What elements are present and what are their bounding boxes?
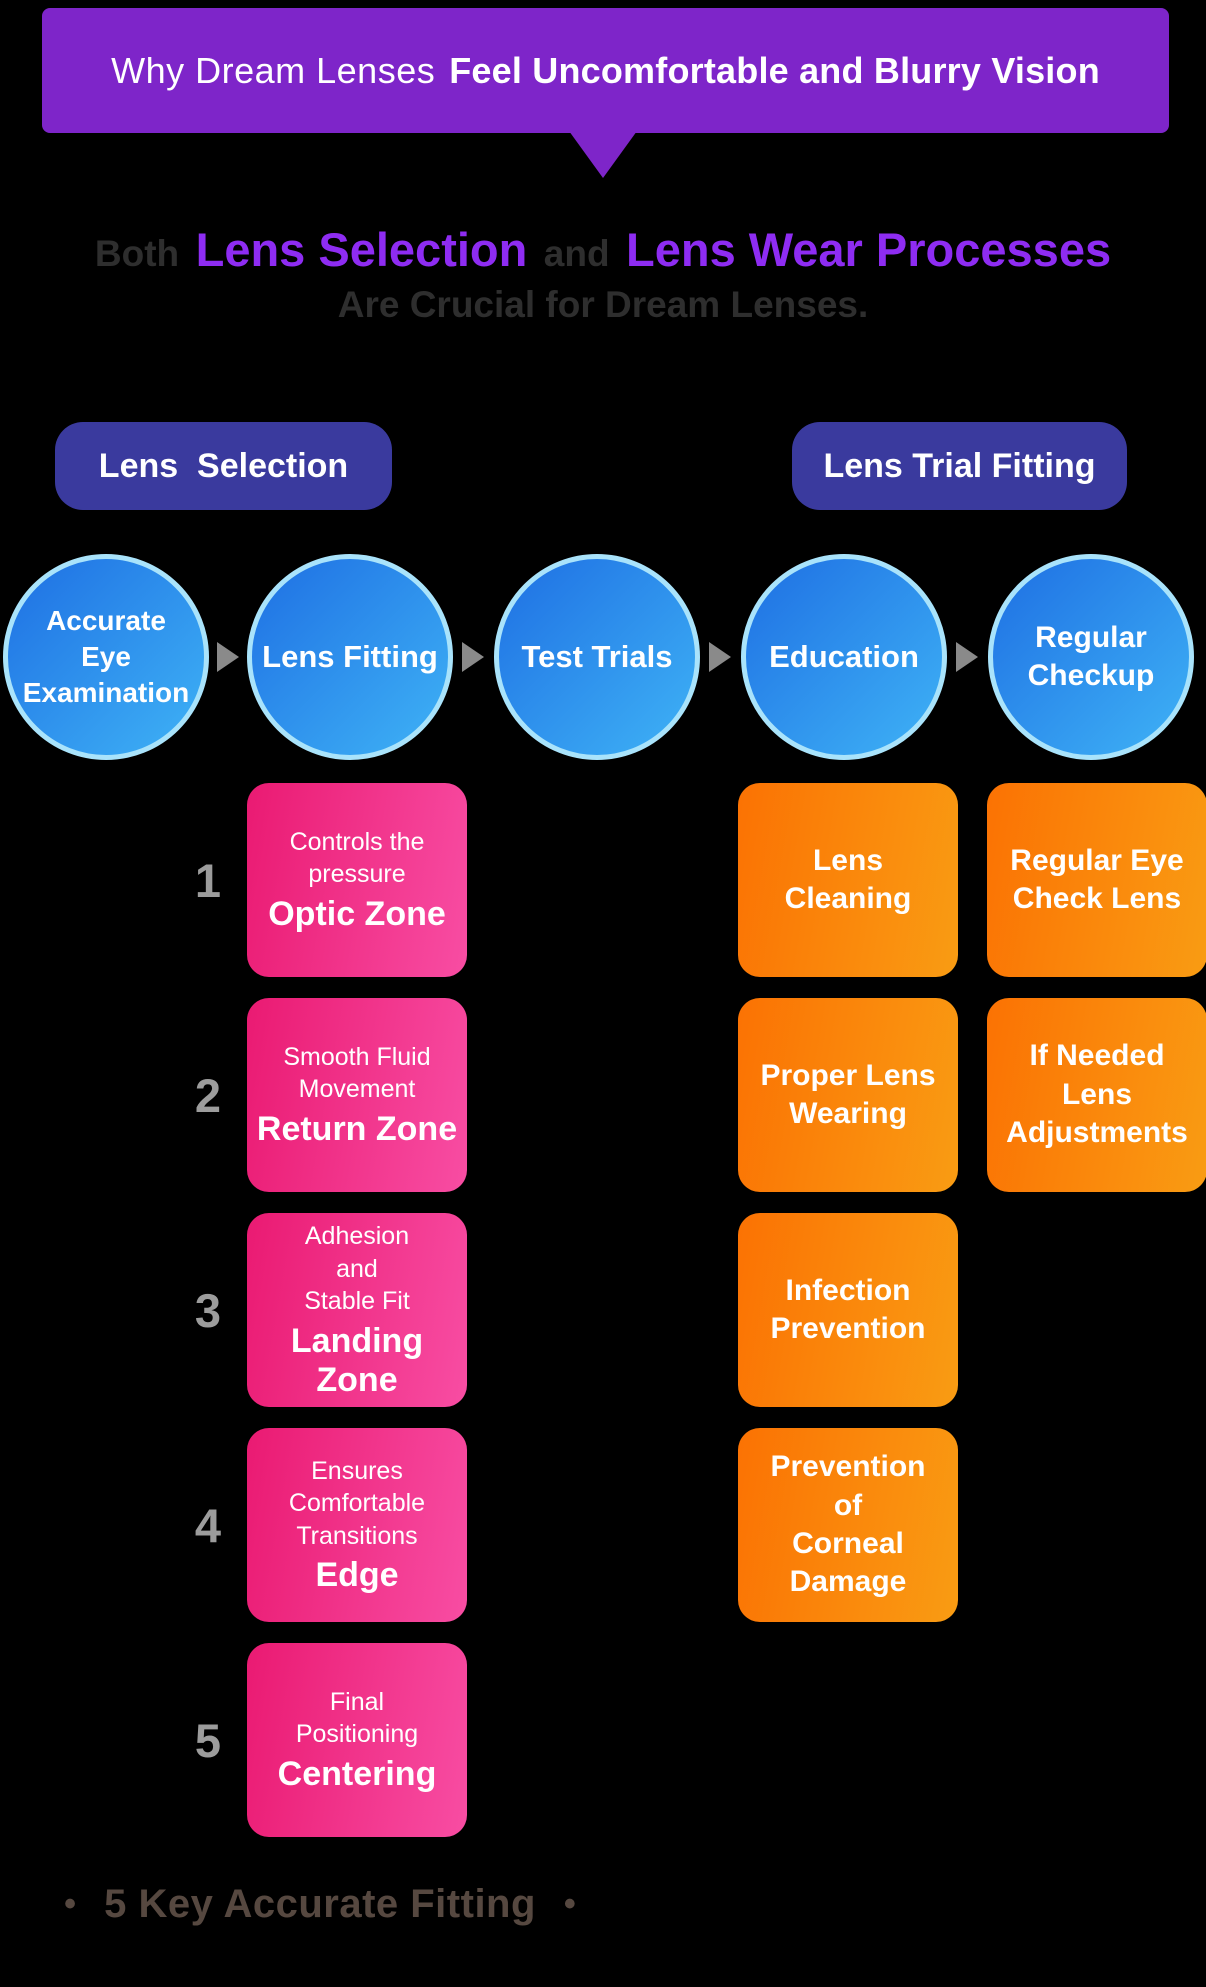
step-title: Return Zone bbox=[256, 1109, 458, 1148]
education-card-lens-cleaning: Lens Cleaning bbox=[738, 783, 958, 977]
banner-title-regular: Why Dream Lenses bbox=[111, 49, 436, 91]
step-number-5: 5 bbox=[194, 1713, 222, 1767]
education-card-corneal-damage-prevention: Prevention of Corneal Damage bbox=[738, 1428, 958, 1622]
education-card-infection-prevention: Infection Prevention bbox=[738, 1213, 958, 1407]
step-number-1: 1 bbox=[194, 853, 222, 907]
circle-label: Regular Checkup bbox=[1027, 620, 1155, 692]
step-card-optic-zone: Controls the pressure Optic Zone bbox=[247, 783, 467, 977]
subtitle-word-and: and bbox=[543, 233, 610, 274]
step-desc: Adhesion and Stable Fit bbox=[304, 1222, 410, 1316]
pill-lens-selection: Lens Selection bbox=[55, 422, 392, 510]
circle-test-trials: Test Trials bbox=[494, 554, 700, 760]
step-desc: Controls the pressure bbox=[289, 827, 425, 889]
circle-label: Accurate Eye Examination bbox=[22, 605, 190, 708]
card-label: Lens Cleaning bbox=[784, 843, 912, 915]
title-banner: Why Dream Lenses Feel Uncomfortable and … bbox=[42, 8, 1169, 133]
step-number-3: 3 bbox=[194, 1283, 222, 1337]
bullet-icon: • bbox=[563, 1885, 576, 1923]
card-label: Infection Prevention bbox=[770, 1273, 926, 1345]
card-label: Proper Lens Wearing bbox=[760, 1058, 936, 1130]
arrow-right-icon bbox=[956, 642, 978, 672]
step-card-landing-zone: Adhesion and Stable Fit Landing Zone bbox=[247, 1213, 467, 1407]
subtitle-word-both: Both bbox=[94, 233, 180, 274]
circle-label: Lens Fitting bbox=[262, 639, 438, 675]
step-card-return-zone: Smooth Fluid Movement Return Zone bbox=[247, 998, 467, 1192]
pill-lens-trial-fitting: Lens Trial Fitting bbox=[792, 422, 1127, 510]
step-desc: Ensures Comfortable Transitions bbox=[288, 1456, 426, 1550]
card-label: If Needed Lens Adjustments bbox=[1006, 1039, 1188, 1150]
arrow-right-icon bbox=[709, 642, 731, 672]
step-card-centering: Final Positioning Centering bbox=[247, 1643, 467, 1837]
arrow-right-icon bbox=[462, 642, 484, 672]
subtitle-line2: Are Crucial for Dream Lenses. bbox=[337, 284, 869, 325]
step-number-2: 2 bbox=[194, 1068, 222, 1122]
arrow-right-icon bbox=[217, 642, 239, 672]
step-title: Landing Zone bbox=[290, 1321, 424, 1399]
step-title: Optic Zone bbox=[268, 894, 446, 933]
card-label: Prevention of Corneal Damage bbox=[770, 1450, 926, 1599]
step-title: Centering bbox=[277, 1754, 437, 1793]
subtitle-highlight-lens-wear: Lens Wear Processes bbox=[626, 223, 1112, 276]
circle-label: Test Trials bbox=[521, 639, 673, 675]
footer-caption: • 5 Key Accurate Fitting • bbox=[0, 1882, 640, 1927]
step-card-edge: Ensures Comfortable Transitions Edge bbox=[247, 1428, 467, 1622]
education-card-proper-lens-wearing: Proper Lens Wearing bbox=[738, 998, 958, 1192]
card-label: Regular Eye Check Lens bbox=[1010, 843, 1184, 915]
subtitle-line1: Both Lens Selection and Lens Wear Proces… bbox=[0, 222, 1206, 277]
bullet-icon: • bbox=[64, 1885, 77, 1923]
subtitle-highlight-lens-selection: Lens Selection bbox=[195, 223, 528, 276]
step-title: Edge bbox=[315, 1556, 399, 1595]
step-number-4: 4 bbox=[194, 1498, 222, 1552]
checkup-card-regular-eye-check: Regular Eye Check Lens bbox=[987, 783, 1206, 977]
checkup-card-lens-adjustments: If Needed Lens Adjustments bbox=[987, 998, 1206, 1192]
banner-title-bold: Feel Uncomfortable and Blurry Vision bbox=[449, 49, 1100, 91]
step-desc: Final Positioning bbox=[295, 1687, 419, 1749]
circle-label: Education bbox=[769, 639, 919, 675]
step-desc: Smooth Fluid Movement bbox=[283, 1042, 431, 1104]
circle-education: Education bbox=[741, 554, 947, 760]
circle-accurate-eye-examination: Accurate Eye Examination bbox=[3, 554, 209, 760]
banner-pointer-icon bbox=[569, 131, 637, 178]
footer-text: 5 Key Accurate Fitting bbox=[104, 1882, 536, 1926]
circle-regular-checkup: Regular Checkup bbox=[988, 554, 1194, 760]
circle-lens-fitting: Lens Fitting bbox=[247, 554, 453, 760]
